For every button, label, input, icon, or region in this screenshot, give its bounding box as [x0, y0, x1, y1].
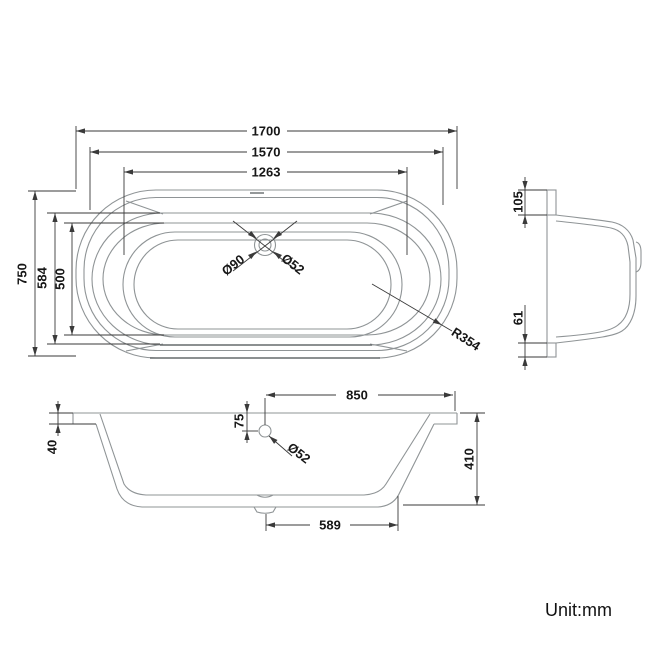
dim-overall-width: 750 — [15, 263, 30, 285]
end-view: 105 61 — [511, 177, 642, 370]
end-rim-roll — [635, 241, 642, 273]
section-dimensions: 850 75 Ø52 40 410 — [45, 388, 485, 533]
plan-geometry — [75, 189, 458, 359]
well-bottom-inner — [133, 239, 392, 330]
section-geometry — [72, 412, 458, 514]
well-opening-inner — [102, 222, 431, 336]
tub-outer-rim — [75, 189, 458, 359]
drain-boss — [253, 506, 277, 514]
dim-rim-bottom: 61 — [511, 311, 526, 325]
well-opening-outer — [91, 212, 442, 346]
shell-outer — [95, 423, 435, 508]
drain-waste-diameter-label: Ø52 — [279, 251, 308, 278]
corner-crease-bottom-left — [125, 343, 164, 352]
rim-flange-top — [546, 189, 557, 216]
corner-radius-label: R354 — [449, 324, 484, 354]
dim-opening-width: 584 — [35, 266, 50, 288]
drain-outer-diameter-label: Ø90 — [219, 252, 248, 279]
dim-rim-length: 1570 — [252, 145, 281, 160]
left-lip — [72, 413, 96, 425]
dim-drain-to-end: 850 — [346, 388, 368, 403]
corner-crease-top-right — [369, 200, 408, 215]
shell-inner — [99, 413, 431, 496]
dim-drain-offset: 75 — [232, 414, 247, 428]
drain-outer-circle — [253, 233, 277, 257]
drain-inner-circle — [258, 238, 272, 252]
plan-view: 1700 1570 1263 750 — [15, 124, 484, 359]
tub-inner-rim — [83, 196, 450, 352]
end-dimensions: 105 61 — [511, 177, 547, 370]
dim-rim-lip: 40 — [45, 440, 60, 454]
end-profile-outer — [555, 214, 637, 344]
dim-overall-length: 1700 — [252, 124, 281, 139]
end-profile-inner — [555, 220, 631, 338]
well-bottom-outer — [122, 231, 403, 338]
section-drain-diameter-label: Ø52 — [285, 440, 314, 467]
end-geometry — [546, 189, 642, 358]
corner-crease-bottom-right — [369, 343, 408, 352]
section-view: 850 75 Ø52 40 410 — [45, 388, 485, 533]
rim-flange-bottom — [546, 342, 557, 358]
unit-label: Unit:mm — [545, 600, 612, 620]
dim-rim-top: 105 — [511, 191, 526, 213]
corner-crease-top-left — [125, 200, 164, 215]
dim-base-length: 589 — [319, 518, 341, 533]
dim-height: 410 — [462, 448, 477, 470]
dim-inner-width: 500 — [53, 268, 68, 290]
drain-hole-section — [258, 424, 272, 438]
dim-inner-length: 1263 — [252, 165, 281, 180]
right-lip — [434, 413, 458, 425]
floor-drain-dimple — [256, 494, 274, 498]
